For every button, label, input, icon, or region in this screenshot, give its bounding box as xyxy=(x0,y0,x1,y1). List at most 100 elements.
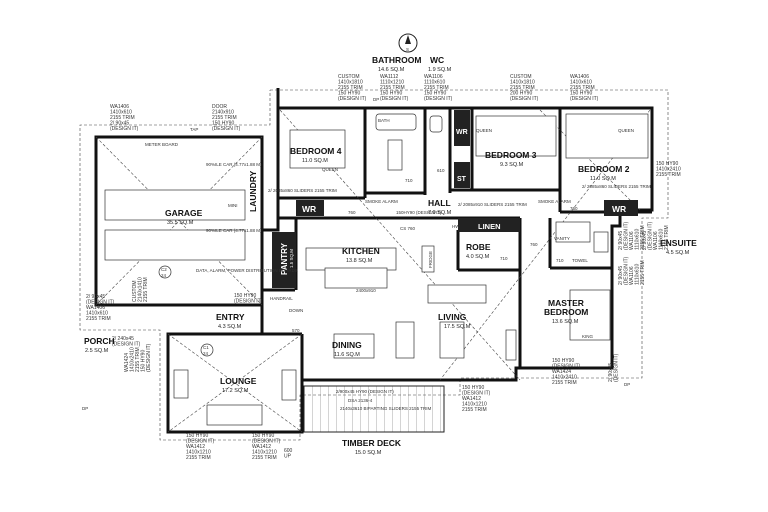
door-760-a: 760 xyxy=(348,210,356,215)
bed2-sliders: 2/ 2085x860 SLIDERS 2155 TRIM xyxy=(582,184,651,189)
window-line: 2155 TRIM xyxy=(143,277,149,302)
fridge-label: FRIDGE xyxy=(428,251,433,268)
window-line: 1410x1810 xyxy=(338,80,363,86)
window-line: 2155 TRIM xyxy=(186,455,211,461)
hall-hy: 150HY90 (DESIGN IT) xyxy=(396,210,442,215)
window-line: (DESIGN IT) xyxy=(614,353,620,382)
down-label: DOWN xyxy=(289,308,303,313)
hw-label: HW xyxy=(452,224,460,229)
car-label-1: 90%ILE CAR (4.77x1.88 M) xyxy=(206,162,262,167)
linen-label: LINEN xyxy=(478,222,501,231)
garage-area: 35.5 SQ.M xyxy=(167,220,194,226)
window-line: 1410x1210 xyxy=(252,450,277,456)
window-line: 2/ 90x45 xyxy=(618,231,624,250)
window-line: 2/ 90x45 xyxy=(86,294,105,300)
mini-label: MINI xyxy=(228,203,238,208)
king-label: KING xyxy=(582,334,594,339)
c2-label: C2 xyxy=(161,267,167,272)
window-line: (DESIGN IT) xyxy=(624,256,630,285)
dining-area: 11.6 SQ.M xyxy=(334,352,360,358)
window-line: 2155 TRIM xyxy=(570,85,595,91)
window-line: WA1406 xyxy=(570,74,589,80)
window-line: 2155 TRIM xyxy=(135,347,141,372)
door-710-c: 710 xyxy=(556,258,564,263)
window-line: 2155 TRIM xyxy=(110,115,135,121)
tap-label: TAP xyxy=(190,127,198,132)
down-value: 570 xyxy=(292,328,300,333)
window-line: 1110x610 xyxy=(424,80,445,86)
window-line: 2/ 90x45 xyxy=(608,363,614,382)
window-line: 2155 TRIM xyxy=(252,455,277,461)
door-760-c: 760 xyxy=(530,242,538,247)
window-line: 1110x610 xyxy=(659,229,665,250)
hall-area: 7.9 SQ.M xyxy=(428,210,452,216)
dp-label-2: DP xyxy=(82,406,88,411)
wr-markers xyxy=(272,110,638,288)
entry-area: 4.3 SQ.M xyxy=(218,324,242,330)
window-line: WA1424 xyxy=(552,369,571,375)
window-line: DOOR xyxy=(212,104,227,110)
wc-area: 1.9 SQ.M xyxy=(428,67,452,73)
window-line: 2155 TRIM xyxy=(86,316,111,322)
window-line: WA1106 xyxy=(653,231,659,250)
window-line: 2/ 90x45 xyxy=(618,266,624,285)
window-porch-240: 2/ 240x45(DESIGN IT) xyxy=(112,336,141,348)
window-line: (DESIGN IT) xyxy=(110,126,139,132)
window-line: 150 HY90 xyxy=(380,91,402,97)
window-line: (DESIGN IT) xyxy=(112,342,141,348)
porch-area: 2.5 SQ.M xyxy=(85,348,109,354)
window-line: 1110x1210 xyxy=(380,80,404,86)
window-line: 2/ 90x45 xyxy=(642,231,648,250)
window-line: 150 HY90 xyxy=(234,293,256,299)
data-alarm-label: DATA, ALARM, POWER DISTRIBUTION BOARDS xyxy=(196,268,298,273)
window-line: 2140x1410 xyxy=(138,277,144,302)
door-710-a: 710 xyxy=(405,178,413,183)
window-line: 150 HY90 xyxy=(462,385,484,391)
hall-sliders: 2/ 2085x910 SLIDERS 2155 TRIM xyxy=(458,202,527,207)
pantry-area: 1.5 SQ.M xyxy=(289,249,294,268)
window-line: (DESIGN IT) xyxy=(234,299,263,305)
window-line: 1410x610 xyxy=(86,311,108,317)
window-line: 2155 TRIM xyxy=(656,172,681,178)
bedroom2-name: BEDROOM 2 xyxy=(578,164,630,174)
deck-hy-label: 2/900x45 HY90 (DESIGN IT) xyxy=(336,389,394,394)
lounge-name: LOUNGE xyxy=(220,376,257,386)
door-760-b: 760 xyxy=(570,206,578,211)
garage-name: GARAGE xyxy=(165,208,203,218)
wr-label-3: WR xyxy=(612,204,626,214)
window-line: 1110x610 xyxy=(635,229,641,250)
dp-label-1: DP xyxy=(373,97,379,102)
bedroom2-area: 11.0 SQ.M xyxy=(590,176,616,182)
eaves-outline xyxy=(79,89,669,441)
wr-label-2: WR xyxy=(456,129,468,136)
window-line: 2155 TRIM xyxy=(380,85,405,91)
window-line: (DESIGN IT) xyxy=(86,300,115,306)
bath-label: BATH xyxy=(378,118,390,123)
kitchen-area: 13.8 SQ.M xyxy=(346,258,373,264)
queen-label-2: QUEEN xyxy=(618,128,634,133)
window-entry-hy: 150 HY90(DESIGN IT) xyxy=(234,293,263,305)
window-line: 1410x1210 xyxy=(462,402,487,408)
laundry-name: LAUNDRY xyxy=(248,170,258,212)
window-line: 150 HY90 xyxy=(212,121,234,127)
living-area: 17.5 SQ.M xyxy=(444,324,471,330)
deck-slider-label: 2140x3610 BIPARTING SLIDERS 2155 TRIM xyxy=(340,406,432,411)
window-line: 200 HY90 xyxy=(510,91,532,97)
entry-name: ENTRY xyxy=(216,312,245,322)
master-name2: BEDROOM xyxy=(544,307,588,317)
window-line: WA1106 xyxy=(424,74,443,80)
window-line: 2155 TRIM xyxy=(664,225,670,250)
bedroom4-area: 11.0 SQ.M xyxy=(302,158,328,164)
master-name: MASTER xyxy=(548,298,584,308)
bedroom4-name: BEDROOM 4 xyxy=(290,146,342,156)
window-line: WA1106 xyxy=(629,266,635,285)
